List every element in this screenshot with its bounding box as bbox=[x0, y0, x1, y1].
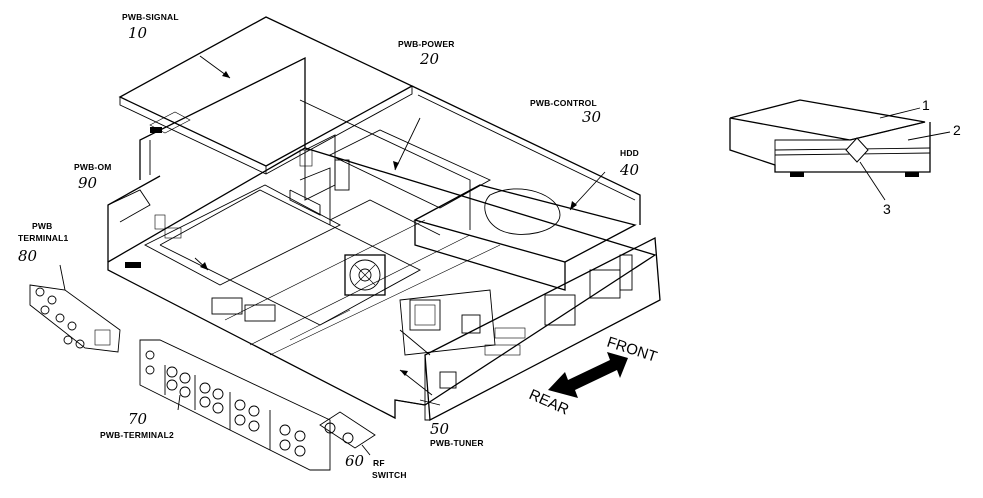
pwb-tuner-board bbox=[399, 254, 633, 406]
label-rf-switch-line1: RF bbox=[373, 458, 385, 468]
label-pwb-om-number: 90 bbox=[78, 174, 98, 192]
cooling-fan bbox=[344, 254, 386, 296]
pwb-signal-board bbox=[118, 16, 414, 175]
front-rear-arrow bbox=[548, 352, 628, 398]
label-rf-switch-line2: SWITCH bbox=[372, 470, 407, 480]
label-pwb-control-number: 30 bbox=[582, 108, 602, 126]
label-pwb-terminal1-number: 80 bbox=[18, 247, 38, 265]
pwb-terminal2-board bbox=[139, 339, 331, 471]
label-pwb-signal: PWB-SIGNAL bbox=[122, 12, 179, 22]
callout-2: 2 bbox=[953, 122, 961, 138]
callout-1: 1 bbox=[922, 97, 930, 113]
pwb-terminal1-board bbox=[29, 264, 121, 353]
label-pwb-control: PWB-CONTROL bbox=[530, 98, 597, 108]
label-rf-switch-number: 60 bbox=[345, 452, 365, 470]
label-pwb-tuner: PWB-TUNER bbox=[430, 438, 484, 448]
label-pwb-power-number: 20 bbox=[419, 50, 440, 68]
chassis bbox=[107, 56, 661, 422]
callout-3: 3 bbox=[883, 201, 891, 217]
label-hdd: HDD bbox=[620, 148, 639, 158]
inset-product-view bbox=[729, 99, 951, 201]
label-pwb-tuner-number: 50 bbox=[430, 420, 450, 438]
hdd-unit bbox=[413, 171, 637, 291]
label-pwb-om: PWB-OM bbox=[74, 162, 112, 172]
label-pwb-terminal2-number: 70 bbox=[128, 410, 148, 428]
label-pwb-signal-number: 10 bbox=[128, 24, 148, 42]
pwb-power-board bbox=[299, 117, 491, 209]
label-pwb-power: PWB-POWER bbox=[398, 39, 455, 49]
rf-switch bbox=[319, 411, 376, 456]
label-pwb-terminal1-line1: PWB bbox=[32, 221, 52, 231]
label-pwb-terminal1-line2: TERMINAL1 bbox=[18, 233, 69, 243]
label-pwb-terminal2: PWB-TERMINAL2 bbox=[100, 430, 174, 440]
label-hdd-number: 40 bbox=[619, 161, 640, 179]
pwb-om-board bbox=[125, 184, 341, 322]
